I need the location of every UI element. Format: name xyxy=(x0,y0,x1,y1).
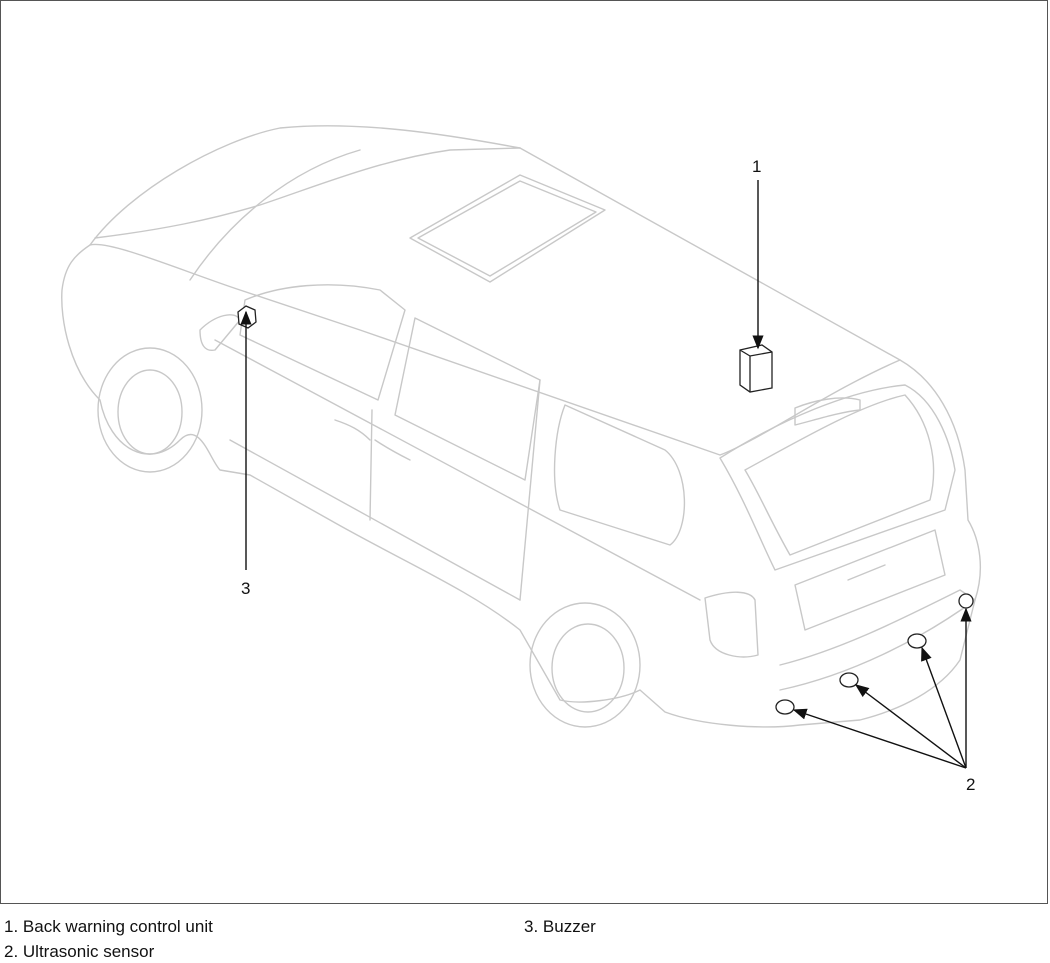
vehicle-outline xyxy=(61,125,982,728)
callout-2: 2 xyxy=(966,775,976,794)
legend-item-2: 2. Ultrasonic sensor xyxy=(4,942,155,961)
ultrasonic-sensor-2 xyxy=(839,672,859,688)
minivan-diagram xyxy=(61,125,982,769)
control-unit-part xyxy=(739,344,773,393)
callout-1: 1 xyxy=(752,157,762,176)
ultrasonic-sensors xyxy=(775,593,974,715)
buzzer-part xyxy=(237,305,257,329)
callout-3: 3 xyxy=(241,579,251,598)
ultrasonic-sensor-1 xyxy=(775,699,795,715)
diagram-frame xyxy=(0,0,1048,904)
legend-item-3: 3. Buzzer xyxy=(524,917,596,936)
ultrasonic-sensor-4 xyxy=(958,593,974,609)
legend-item-1: 1. Back warning control unit xyxy=(4,917,213,936)
leader-lines xyxy=(240,180,972,769)
ultrasonic-sensor-3 xyxy=(907,633,927,649)
